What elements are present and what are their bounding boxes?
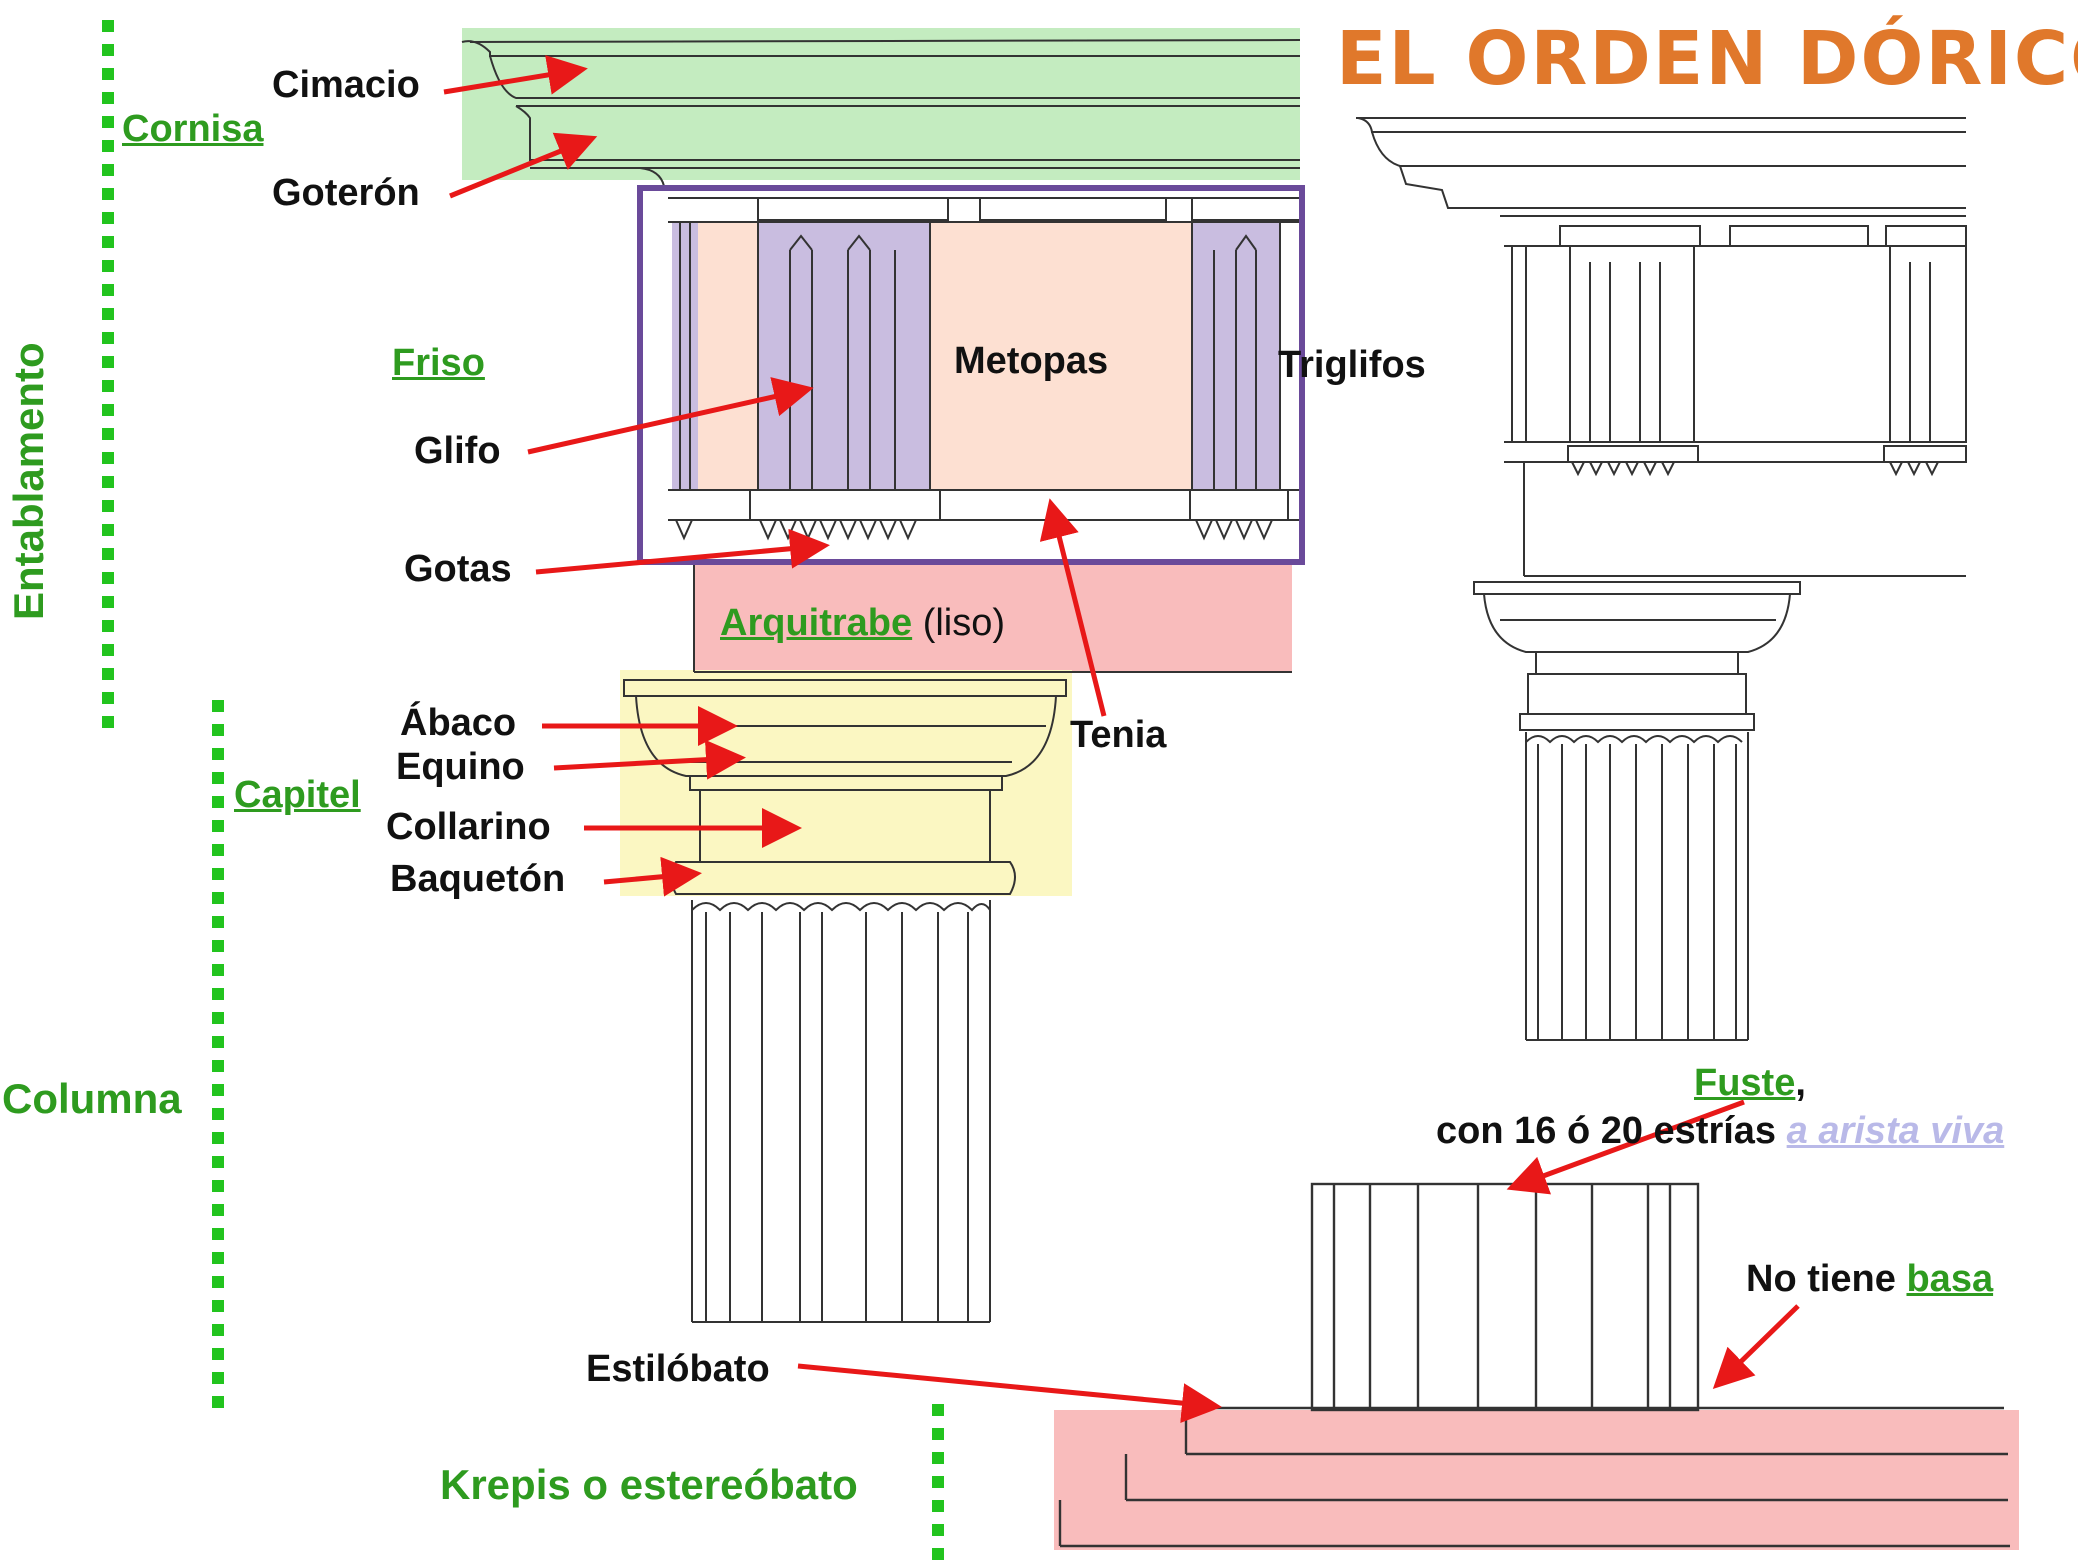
arquitrabe-note: (liso) — [922, 602, 1006, 644]
arrows — [443, 55, 1800, 1424]
krepis-label: Krepis o estereóbato — [440, 1461, 858, 1508]
arrow-basa — [1712, 1304, 1800, 1389]
equino-label: Equino — [396, 746, 525, 788]
basa-row: No tiene basa — [1746, 1260, 1993, 1298]
arrow-gotas — [535, 528, 830, 575]
arrow-equino — [553, 739, 746, 780]
basa-link[interactable]: basa — [1906, 1258, 1994, 1300]
metopas-label: Metopas — [954, 340, 1109, 382]
fuste-row: Fuste, — [1694, 1064, 1806, 1102]
overview-drawing — [1356, 117, 1967, 1041]
fuste-link[interactable]: Fuste — [1694, 1062, 1796, 1104]
entablamento-label: Entablamento — [5, 342, 52, 620]
column-shaft-drawing — [691, 900, 991, 1323]
arrow-tenia — [1039, 498, 1107, 717]
krepis-zone — [1054, 1410, 2019, 1550]
tenia-label: Tenia — [1070, 714, 1167, 756]
abaco-label: Ábaco — [400, 702, 517, 744]
arrow-fuste — [1506, 1099, 1745, 1195]
cornice-drawing — [461, 39, 1301, 187]
arrow-estilobato — [797, 1363, 1222, 1424]
metopa-zone-left — [698, 222, 758, 490]
collarino-label: Collarino — [386, 806, 551, 848]
arquitrabe-row: Arquitrabe (liso) — [720, 604, 1005, 642]
page-title: EL ORDEN DÓRICO — [1336, 16, 2078, 102]
capital-drawing — [623, 679, 1067, 895]
gotas-label: Gotas — [404, 548, 512, 590]
architrave-drawing — [693, 562, 1292, 673]
triglifo-zone-left — [672, 222, 698, 490]
arrow-goteron — [449, 132, 598, 199]
fuste-comma: , — [1795, 1062, 1806, 1104]
columna-label: Columna — [2, 1075, 182, 1122]
arrow-cimacio — [443, 55, 588, 95]
arquitrabe-link[interactable]: Arquitrabe — [720, 602, 913, 644]
fuste-description-row: con 16 ó 20 estrías a arista viva — [1436, 1112, 2004, 1150]
frieze-drawing — [668, 197, 1301, 541]
fuste-description: con 16 ó 20 estrías — [1436, 1110, 1777, 1152]
triglifos-label: Triglifos — [1278, 344, 1426, 386]
cornisa-link[interactable]: Cornisa — [122, 108, 264, 150]
friso-outline — [637, 185, 1305, 565]
arquitrabe-zone — [694, 562, 1292, 672]
goteron-label: Goterón — [272, 172, 420, 214]
cornisa-zone — [462, 28, 1300, 180]
cimacio-label: Cimacio — [272, 64, 420, 106]
arrow-baqueton — [603, 856, 702, 897]
triglifo-zone-1 — [758, 222, 930, 490]
friso-link[interactable]: Friso — [392, 342, 485, 384]
glifo-label: Glifo — [414, 430, 501, 472]
baqueton-label: Baquetón — [390, 858, 566, 900]
arista-viva-link[interactable]: a arista viva — [1786, 1110, 2005, 1152]
metopa-zone — [930, 222, 1192, 490]
estilobato-label: Estilóbato — [586, 1348, 770, 1390]
capitel-link[interactable]: Capitel — [234, 774, 361, 816]
no-tiene-label: No tiene — [1746, 1258, 1896, 1300]
arrow-glifo — [527, 377, 814, 455]
